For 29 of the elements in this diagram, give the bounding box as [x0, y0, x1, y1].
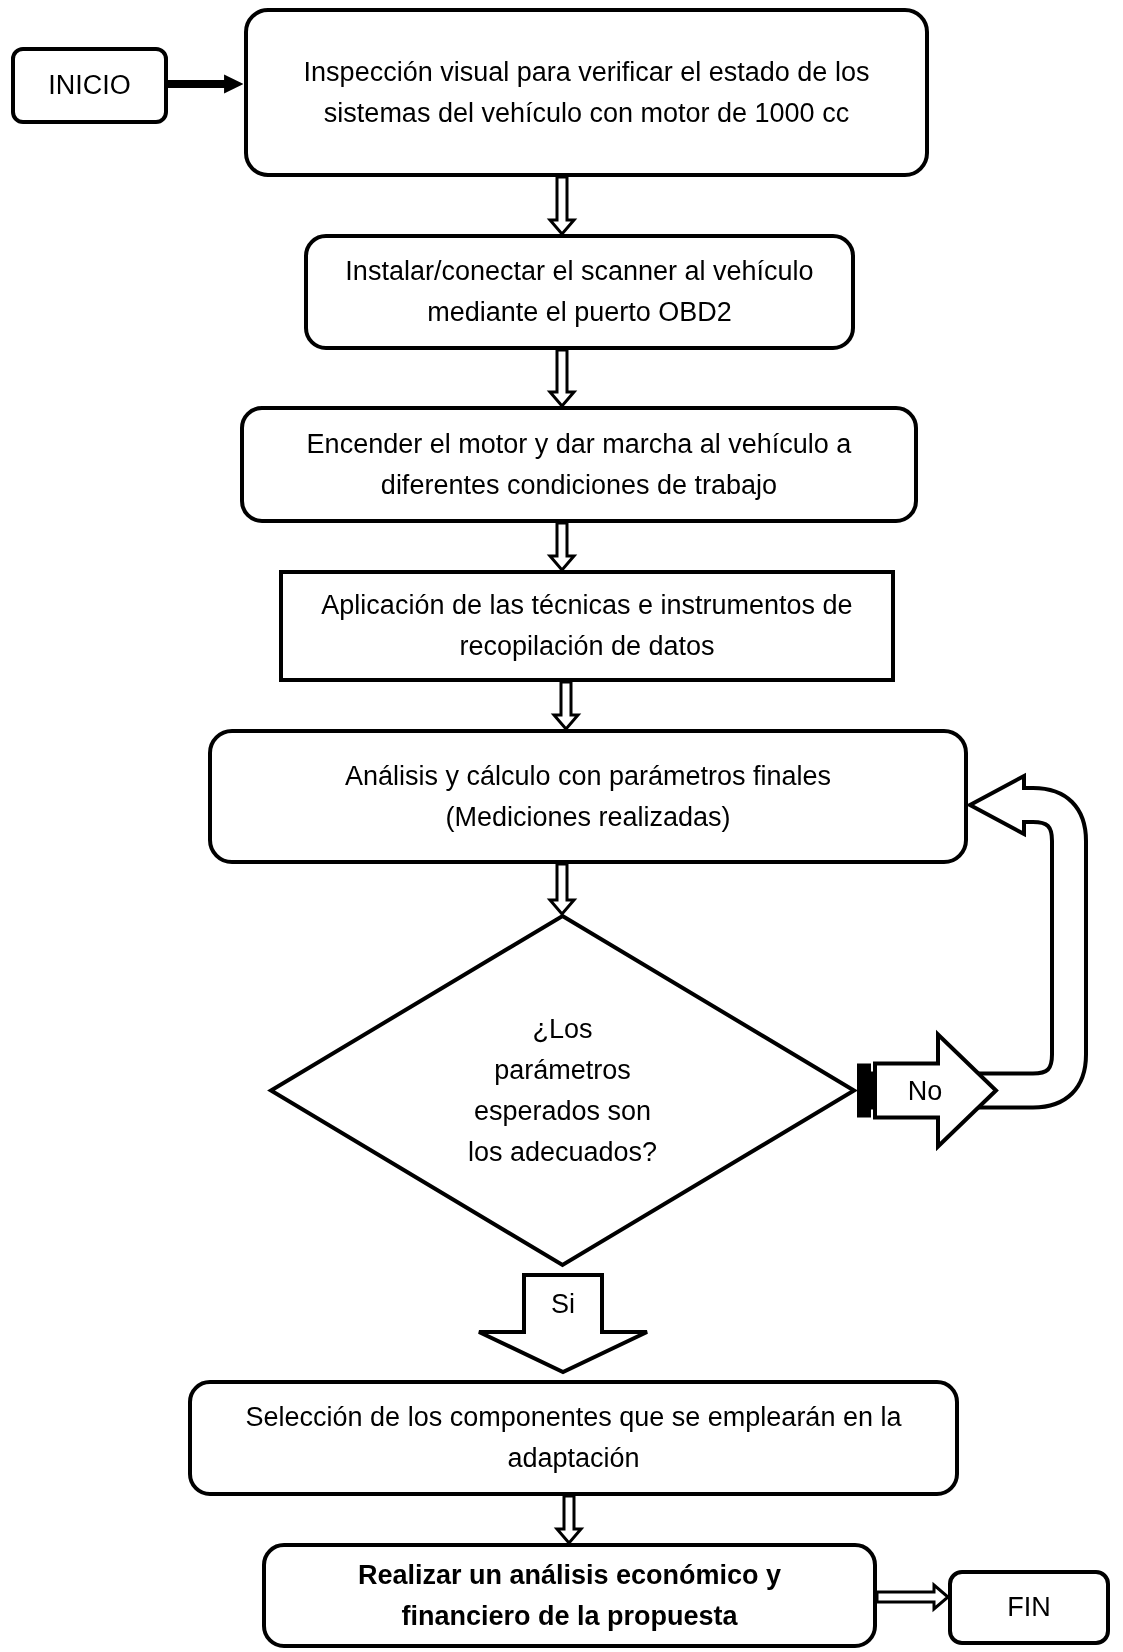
process-box	[208, 729, 968, 864]
block-arrow	[546, 862, 578, 917]
process-box	[244, 8, 929, 177]
block-arrow	[477, 1273, 649, 1375]
node-text: Realizar un análisis económico y financiero de la propuesta	[356, 1558, 783, 1633]
process-box	[188, 1380, 959, 1496]
node-text: Análisis y cálculo con parámetros finales (Mediciones realizadas)	[343, 759, 833, 834]
process-rectangle	[279, 570, 895, 682]
block-arrow	[546, 521, 578, 573]
edge-label: Si	[551, 1288, 575, 1319]
node-text: Selección de los componentes que se emplearán en la adaptación	[244, 1401, 903, 1475]
node-text: Instalar/conectar el scanner al vehículo mediante el puerto OBD2	[344, 255, 815, 329]
process-box	[262, 1543, 877, 1648]
node-text: Aplicación de las técnicas e instrumentos de recopilación de datos	[320, 589, 854, 663]
block-arrow	[550, 680, 582, 732]
node-text: INICIO	[48, 69, 131, 102]
process-box	[304, 234, 855, 350]
edge-label: No	[907, 1075, 943, 1106]
node-text: ¿Los parámetros esperados son los adecuados?	[466, 1012, 659, 1169]
process-box	[240, 406, 918, 523]
node-text: Inspección visual para verificar el estado de los sistemas del vehículo con motor de 1000 cc	[302, 55, 871, 130]
process-box	[11, 47, 168, 124]
process-box	[948, 1570, 1110, 1645]
block-arrow	[546, 348, 578, 409]
block-arrow	[553, 1494, 585, 1546]
node-text: FIN	[1007, 1591, 1051, 1624]
node-text: Encender el motor y dar marcha al vehículo a diferentes condiciones de trabajo	[305, 427, 853, 502]
block-arrow	[546, 175, 578, 237]
block-arrow	[875, 1581, 951, 1613]
